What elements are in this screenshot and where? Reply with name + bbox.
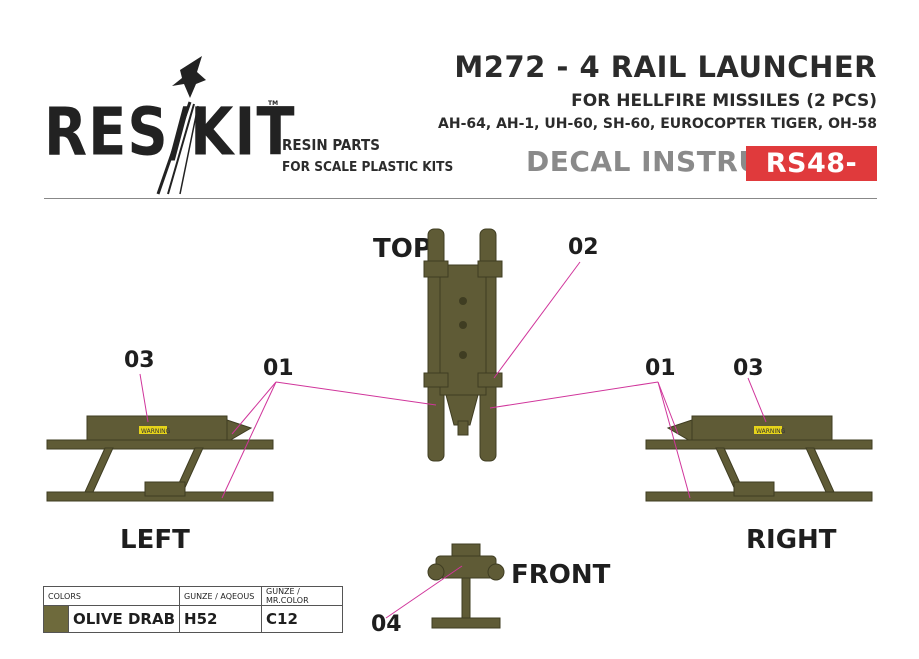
page-subtitle: FOR HELLFIRE MISSILES (2 PCS): [571, 91, 877, 111]
colors-table: COLORS GUNZE / AQEOUS GUNZE / MR.COLOR O…: [42, 586, 344, 633]
header-divider: [44, 198, 877, 199]
gunze-mrcolor-header: GUNZE / MR.COLOR: [261, 586, 344, 606]
gunze-aqeous-header: GUNZE / AQEOUS: [179, 586, 263, 606]
logo-wordmark: RES/KIT: [44, 94, 296, 171]
view-label-front: FRONT: [511, 560, 611, 590]
aircraft-list: AH-64, AH-1, UH-60, SH-60, EUROCOPTER TI…: [438, 116, 877, 132]
callout-03-left: 03: [124, 348, 155, 373]
page-title: M272 - 4 RAIL LAUNCHER: [454, 50, 877, 84]
launcher-left-view: WARNING: [46, 415, 274, 502]
logo-tagline-2: FOR SCALE PLASTIC KITS: [282, 159, 454, 175]
color-name: OLIVE DRAB: [67, 605, 181, 633]
callout-01-right: 01: [645, 356, 676, 381]
color-mrcolor-code: C12: [261, 605, 344, 633]
callout-01-left: 01: [263, 356, 294, 381]
launcher-front-view: [427, 543, 505, 629]
colors-header: COLORS: [42, 586, 181, 606]
view-label-left: LEFT: [120, 525, 190, 555]
launcher-top-view: [423, 228, 503, 462]
view-label-top: TOP: [373, 234, 432, 264]
color-swatch: [43, 605, 69, 633]
logo-jet-mark: [156, 56, 206, 195]
callout-03-right: 03: [733, 356, 764, 381]
warning-decal-right: WARNING: [756, 428, 786, 435]
product-code-badge: RS48-0316: [746, 146, 877, 214]
logo-trademark: TM: [268, 100, 279, 107]
colors-table-header: COLORS GUNZE / AQEOUS GUNZE / MR.COLOR: [42, 586, 344, 606]
callout-04: 04: [371, 612, 402, 637]
table-row: OLIVE DRAB H52 C12: [43, 605, 344, 633]
callout-02: 02: [568, 235, 599, 260]
color-aqeous-code: H52: [179, 605, 263, 633]
launcher-right-view: WARNING: [645, 415, 873, 502]
warning-decal-left: WARNING: [141, 428, 171, 435]
logo-tagline-1: RESIN PARTS: [282, 136, 380, 154]
view-label-right: RIGHT: [746, 525, 837, 555]
